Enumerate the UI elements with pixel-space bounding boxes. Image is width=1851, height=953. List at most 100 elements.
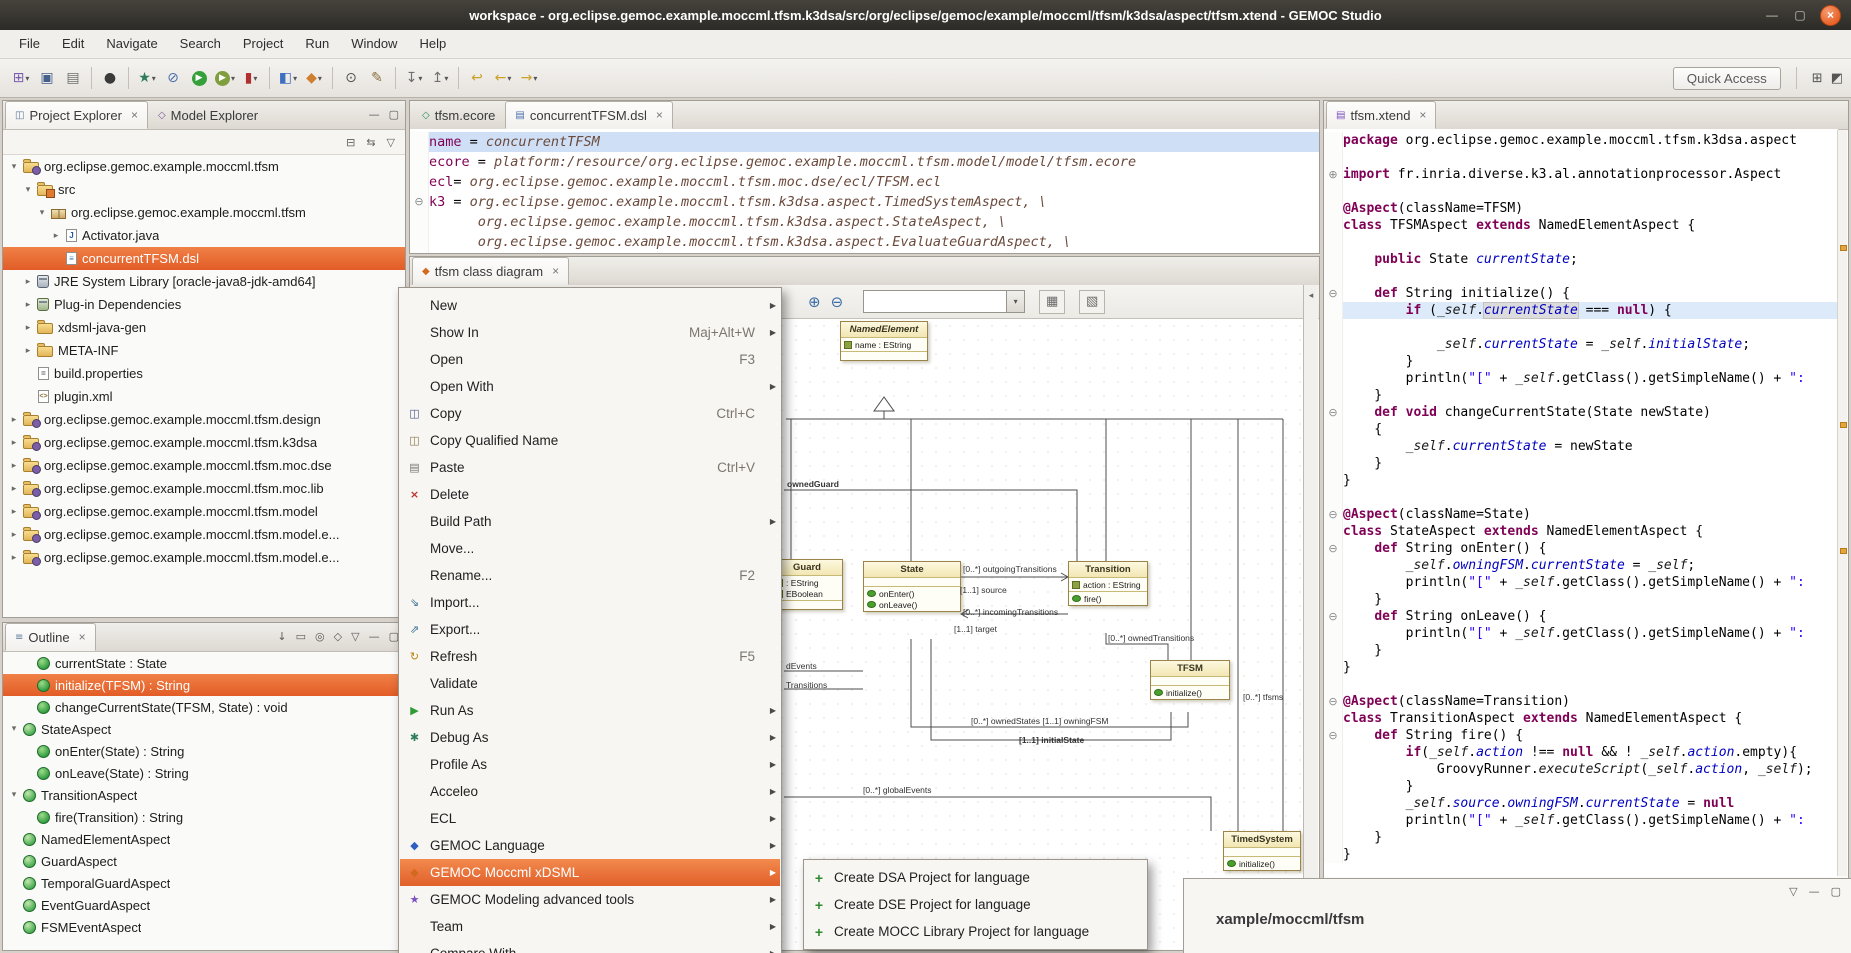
context-menu-item-delete[interactable]: ×Delete xyxy=(400,481,780,508)
outline-item[interactable]: TemporalGuardAspect xyxy=(3,872,405,894)
minimize-window-icon[interactable]: — xyxy=(1764,8,1780,22)
context-menu-item-import[interactable]: ⇘Import... xyxy=(400,589,780,616)
new-gemoc-project-button[interactable]: ◆▾ xyxy=(301,65,327,91)
context-menu-item-gemoc-language[interactable]: ◆GEMOC Language▶ xyxy=(400,832,780,859)
print-button[interactable]: ▤ xyxy=(60,65,86,91)
fold-marker-icon[interactable]: ⊖ xyxy=(1324,404,1343,421)
close-tab-icon[interactable]: × xyxy=(656,108,663,122)
collapse-all-icon[interactable]: ⊟ xyxy=(346,136,355,149)
expander-collapsed-icon[interactable]: ▸ xyxy=(7,415,21,425)
link-with-editor-icon[interactable]: ⇆ xyxy=(366,136,375,149)
tree-item[interactable]: ▸Activator.java xyxy=(3,224,405,247)
tree-item[interactable]: build.properties xyxy=(3,362,405,385)
tree-item[interactable]: ▸org.eclipse.gemoc.example.moccml.tfsm.k… xyxy=(3,431,405,454)
expander-collapsed-icon[interactable]: ▸ xyxy=(7,484,21,494)
fold-marker-icon[interactable]: ⊕ xyxy=(1324,166,1343,183)
forward-button[interactable]: →▾ xyxy=(516,65,542,91)
palette-toggle[interactable]: ◂ xyxy=(1303,285,1318,949)
context-menu-item-copy-qualified-name[interactable]: ◫Copy Qualified Name xyxy=(400,427,780,454)
tree-item[interactable]: ▸org.eclipse.gemoc.example.moccml.tfsm.d… xyxy=(3,408,405,431)
back-button[interactable]: ←▾ xyxy=(490,65,516,91)
hide-fields-icon[interactable]: ▭ xyxy=(296,630,306,643)
menu-help[interactable]: Help xyxy=(408,30,457,58)
run-button[interactable]: ▶ xyxy=(186,65,212,91)
zoom-out-icon[interactable]: ⊖ xyxy=(831,293,844,311)
next-annotation-button[interactable]: ↧▾ xyxy=(401,65,427,91)
expander-collapsed-icon[interactable]: ▸ xyxy=(7,553,21,563)
tree-item[interactable]: ▸org.eclipse.gemoc.example.moccml.tfsm.m… xyxy=(3,477,405,500)
chevron-down-icon[interactable]: ▾ xyxy=(1006,291,1024,312)
context-menu-item-move[interactable]: Move... xyxy=(400,535,780,562)
sort-icon[interactable]: ↓ xyxy=(277,630,286,643)
menu-search[interactable]: Search xyxy=(169,30,232,58)
expander-expanded-icon[interactable]: ▾ xyxy=(35,208,49,218)
view-menu-icon[interactable]: ▽ xyxy=(1789,885,1797,898)
save-button[interactable]: ▣ xyxy=(34,65,60,91)
context-menu-item-team[interactable]: Team▶ xyxy=(400,913,780,940)
tab-outline[interactable]: ≡Outline× xyxy=(5,623,96,651)
tree-item[interactable]: ▸org.eclipse.gemoc.example.moccml.tfsm.m… xyxy=(3,523,405,546)
minimize-icon[interactable]: — xyxy=(1809,885,1820,898)
fold-marker-icon[interactable]: ⊖ xyxy=(1324,506,1343,523)
k3-tools-button[interactable]: ★▾ xyxy=(134,65,160,91)
mark-occurrences-button[interactable]: ✎ xyxy=(364,65,390,91)
tab-model-explorer[interactable]: ◇Model Explorer xyxy=(148,101,268,129)
context-menu-item-ecl[interactable]: ECL▶ xyxy=(400,805,780,832)
tree-item[interactable]: concurrentTFSM.dsl xyxy=(3,247,405,270)
tab-tfsm-class-diagram[interactable]: ◆tfsm class diagram× xyxy=(412,257,569,285)
outline-item[interactable]: GuardAspect xyxy=(3,850,405,872)
context-menu-item-acceleo[interactable]: Acceleo▶ xyxy=(400,778,780,805)
expander-collapsed-icon[interactable]: ▸ xyxy=(7,438,21,448)
outline-item[interactable]: FSMEventAspect xyxy=(3,916,405,938)
overview-ruler[interactable] xyxy=(1837,130,1847,876)
prev-annotation-button[interactable]: ↥▾ xyxy=(427,65,453,91)
view-menu-icon[interactable]: ▽ xyxy=(387,136,395,149)
menu-file[interactable]: File xyxy=(8,30,51,58)
xtend-editor[interactable]: package org.eclipse.gemoc.example.moccml… xyxy=(1324,129,1838,877)
fold-marker-icon[interactable]: ⊖ xyxy=(1324,608,1343,625)
new-java-project-button[interactable]: ◧▾ xyxy=(275,65,301,91)
context-menu-item-paste[interactable]: ▤PasteCtrl+V xyxy=(400,454,780,481)
search-button[interactable]: ⊙ xyxy=(338,65,364,91)
expander-collapsed-icon[interactable]: ▸ xyxy=(7,530,21,540)
hide-non-public-icon[interactable]: ◇ xyxy=(334,630,342,643)
fold-marker-icon[interactable]: ⊖ xyxy=(1324,285,1343,302)
close-tab-icon[interactable]: × xyxy=(131,108,138,122)
expander-collapsed-icon[interactable]: ▸ xyxy=(21,277,35,287)
class-state[interactable]: StateonEnter()onLeave() xyxy=(863,561,961,612)
dsl-editor[interactable]: name = concurrentTFSMecore = platform:/r… xyxy=(410,129,1319,253)
layers-icon[interactable]: ▧ xyxy=(1079,290,1105,314)
new-wizard-button[interactable]: ⊞▾ xyxy=(8,65,34,91)
outline-item[interactable]: EventGuardAspect xyxy=(3,894,405,916)
minimize-view-icon[interactable]: — xyxy=(369,630,380,643)
tree-item[interactable]: ▸org.eclipse.gemoc.example.moccml.tfsm.m… xyxy=(3,500,405,523)
submenu-item-create-mocc-library-project-for-language[interactable]: +Create MOCC Library Project for languag… xyxy=(805,918,1146,945)
view-menu-icon[interactable]: ▽ xyxy=(351,630,359,643)
class-namedelement[interactable]: NamedElementname : EString xyxy=(840,321,928,361)
expander-expanded-icon[interactable]: ▾ xyxy=(7,724,21,734)
fold-marker-icon[interactable]: ⊖ xyxy=(1324,727,1343,744)
hide-static-icon[interactable]: ◎ xyxy=(315,630,325,643)
outline-item[interactable]: changeCurrentState(TFSM, State) : void xyxy=(3,696,405,718)
close-tab-icon[interactable]: × xyxy=(552,264,559,278)
class-tfsm[interactable]: TFSMinitialize() xyxy=(1150,660,1230,700)
user-switch-button[interactable]: ● xyxy=(97,65,123,91)
close-tab-icon[interactable]: × xyxy=(79,630,86,644)
last-edit-location-button[interactable]: ↩ xyxy=(464,65,490,91)
expander-collapsed-icon[interactable]: ▸ xyxy=(21,346,35,356)
context-menu-item-compare-with[interactable]: Compare With▶ xyxy=(400,940,780,953)
submenu-item-create-dse-project-for-language[interactable]: +Create DSE Project for language xyxy=(805,891,1146,918)
outline-item[interactable]: currentState : State xyxy=(3,652,405,674)
zoom-combo[interactable]: ▾ xyxy=(863,290,1025,313)
outline-item[interactable]: initialize(TFSM) : String xyxy=(3,674,405,696)
tree-item[interactable]: ▸org.eclipse.gemoc.example.moccml.tfsm.m… xyxy=(3,454,405,477)
outline-item[interactable]: onLeave(State) : String xyxy=(3,762,405,784)
run-config-button[interactable]: ▶▾ xyxy=(212,65,238,91)
context-menu-item-run-as[interactable]: ▶Run As▶ xyxy=(400,697,780,724)
tree-item[interactable]: ▾org.eclipse.gemoc.example.moccml.tfsm xyxy=(3,155,405,178)
tree-item[interactable]: ▸META-INF xyxy=(3,339,405,362)
maximize-view-icon[interactable]: ▢ xyxy=(389,108,399,121)
outline-item[interactable]: fire(Transition) : String xyxy=(3,806,405,828)
expander-collapsed-icon[interactable]: ▸ xyxy=(21,323,35,333)
expander-expanded-icon[interactable]: ▾ xyxy=(7,162,21,172)
